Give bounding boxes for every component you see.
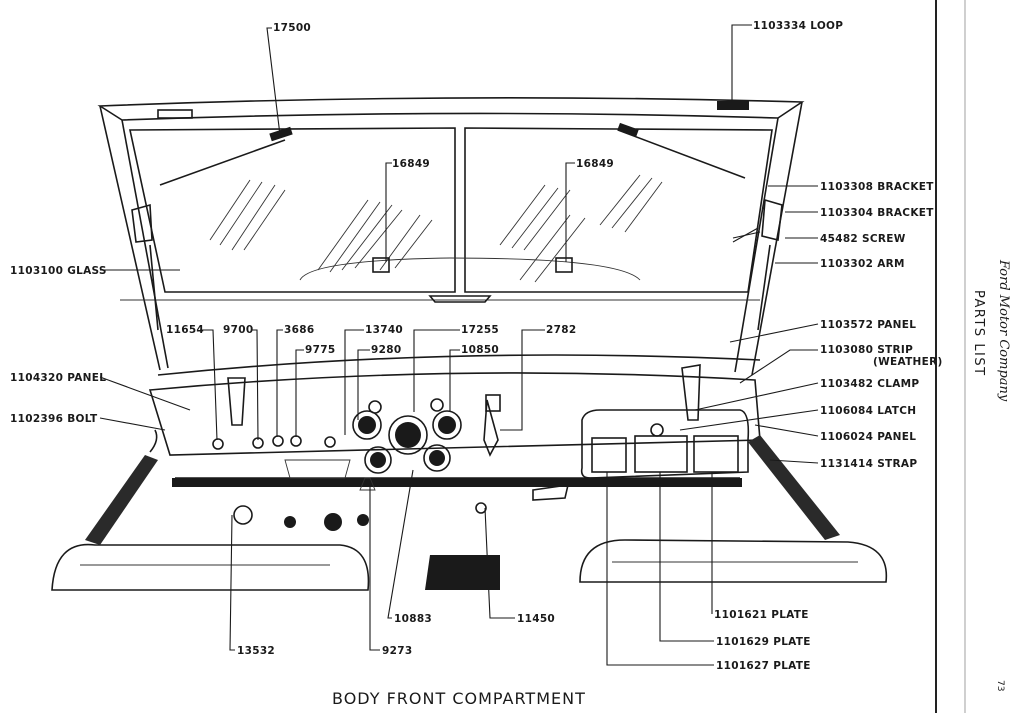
callout-13740: 13740 bbox=[365, 324, 403, 336]
callout-10883: 10883 bbox=[394, 613, 432, 625]
callout-17500: 17500 bbox=[273, 22, 311, 34]
callout-17255: 17255 bbox=[461, 324, 499, 336]
callout-13532: 13532 bbox=[237, 645, 275, 657]
callout-1101629-plate: 1101629 PLATE bbox=[716, 636, 811, 648]
callout-1106024-panel: 1106024 PANEL bbox=[820, 431, 916, 443]
sidebar-title: PARTS LIST bbox=[971, 290, 986, 377]
callout-1106084-latch: 1106084 LATCH bbox=[820, 405, 916, 417]
callout-1102396-bolt: 1102396 BOLT bbox=[10, 413, 98, 425]
callout-16849-left: 16849 bbox=[392, 158, 430, 170]
callout-1103482-clamp: 1103482 CLAMP bbox=[820, 378, 919, 390]
callout-9273: 9273 bbox=[382, 645, 412, 657]
callout-1103302-arm: 1103302 ARM bbox=[820, 258, 905, 270]
callout-1101627-plate: 1101627 PLATE bbox=[716, 660, 811, 672]
callout-2782: 2782 bbox=[546, 324, 576, 336]
figure-caption: BODY FRONT COMPARTMENT bbox=[332, 689, 586, 708]
callout-1103308-bracket: 1103308 BRACKET bbox=[820, 181, 934, 193]
callout-10850: 10850 bbox=[461, 344, 499, 356]
callout-1103572-panel: 1103572 PANEL bbox=[820, 319, 916, 331]
callout-1101621-plate: 1101621 PLATE bbox=[714, 609, 809, 621]
callout-1103100-glass: 1103100 GLASS bbox=[10, 265, 107, 277]
callout-1104320-panel: 1104320 PANEL bbox=[10, 372, 106, 384]
windshield-illustration bbox=[97, 97, 805, 376]
callout-3686: 3686 bbox=[284, 324, 314, 336]
callout-1103080-strip: 1103080 STRIP bbox=[820, 344, 913, 356]
leader-lines bbox=[99, 24, 819, 666]
page-number: 73 bbox=[995, 680, 1005, 691]
callout-1131414-strap: 1131414 STRAP bbox=[820, 458, 917, 470]
callout-11450: 11450 bbox=[517, 613, 555, 625]
callout-9280: 9280 bbox=[371, 344, 401, 356]
callout-9700: 9700 bbox=[223, 324, 253, 336]
callout-45482-screw: 45482 SCREW bbox=[820, 233, 906, 245]
body-dash-illustration bbox=[51, 354, 888, 591]
callout-1103334-loop: 1103334 LOOP bbox=[753, 20, 843, 32]
callout-16849-right: 16849 bbox=[576, 158, 614, 170]
callout-1103080-weather: (WEATHER) bbox=[873, 356, 943, 368]
callout-11654: 11654 bbox=[166, 324, 204, 336]
callout-1103304-bracket: 1103304 BRACKET bbox=[820, 207, 934, 219]
callout-labels: 17500 1103334 LOOP 16849 16849 1103308 B… bbox=[10, 20, 943, 672]
callout-9775: 9775 bbox=[305, 344, 335, 356]
brand-script: Ford Motor Company bbox=[996, 259, 1011, 402]
